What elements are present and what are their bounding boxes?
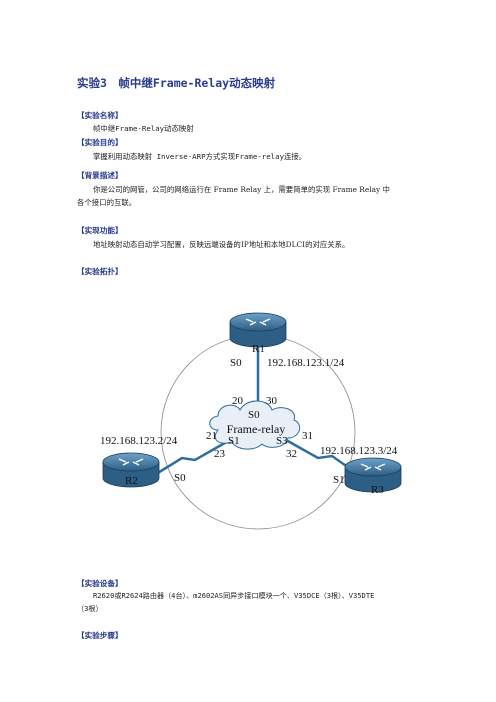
section-heading-steps: 【实验步骤】 xyxy=(77,631,123,640)
background-text-line2: 各个接口的互联。 xyxy=(77,198,137,207)
link-r3-fr xyxy=(285,438,353,472)
r1-ip-label: 192.168.123.1/24 xyxy=(267,357,345,369)
dlci-23: 23 xyxy=(214,448,226,460)
r2-ip-label: 192.168.123.2/24 xyxy=(100,435,178,447)
purpose-text: 掌握利用动态映射 Inverse-ARP方式实现Frame-relay连接。 xyxy=(93,152,307,161)
cloud-label: Frame-relay xyxy=(227,422,286,436)
r2-interface-label: S0 xyxy=(174,472,186,484)
router-r2-label: R2 xyxy=(125,475,138,487)
dlci-21: 21 xyxy=(206,430,217,442)
section-heading-topology: 【实验拓扑】 xyxy=(77,267,123,276)
page-title: 实验3 帧中继Frame-Relay动态映射 xyxy=(77,76,276,90)
router-r1 xyxy=(229,312,287,348)
dlci-20: 20 xyxy=(232,395,244,407)
router-r3 xyxy=(344,457,402,493)
equipment-text-line2: （3根） xyxy=(77,604,103,613)
background-text-line1: 你是公司的网管，公司的网络运行在 Frame Relay 上，需要简单的实现 F… xyxy=(93,185,390,194)
section-heading-name: 【实验名称】 xyxy=(77,111,123,120)
router-r1-label: R1 xyxy=(252,343,265,355)
r1-interface-label: S0 xyxy=(230,357,242,369)
fr-s1-label: S1 xyxy=(228,435,240,447)
dlci-30: 30 xyxy=(266,395,278,407)
dlci-31: 31 xyxy=(302,430,313,442)
dlci-32: 32 xyxy=(286,448,297,460)
section-heading-equipment: 【实验设备】 xyxy=(77,579,123,588)
fr-s0-label: S0 xyxy=(248,409,260,421)
equipment-text-line1: R2620或R2624路由器（4台）、m2602AS同异步接口模块一个、V35D… xyxy=(93,591,375,600)
link-r2-fr xyxy=(147,438,231,481)
section-heading-purpose: 【实验目的】 xyxy=(77,138,123,147)
r3-interface-label: S1 xyxy=(333,474,345,486)
frame-relay-cloud xyxy=(209,400,301,450)
fr-s3-label: S3 xyxy=(276,435,288,447)
router-r3-label: R3 xyxy=(371,484,384,496)
topology-diagram: Frame-relay R1 R2 R3 S0 192.168.123.1/24… xyxy=(100,312,402,530)
router-r2 xyxy=(102,452,160,488)
function-text: 地址映射动态自动学习配置，反映远端设备的IP地址和本地DLCI的对应关系。 xyxy=(93,240,350,249)
section-heading-background: 【背景描述】 xyxy=(77,171,123,180)
section-heading-function: 【实现功能】 xyxy=(77,226,123,235)
experiment-name-text: 帧中继Frame-Relay动态映射 xyxy=(93,124,194,133)
r3-ip-label: 192.168.123.3/24 xyxy=(320,445,398,457)
